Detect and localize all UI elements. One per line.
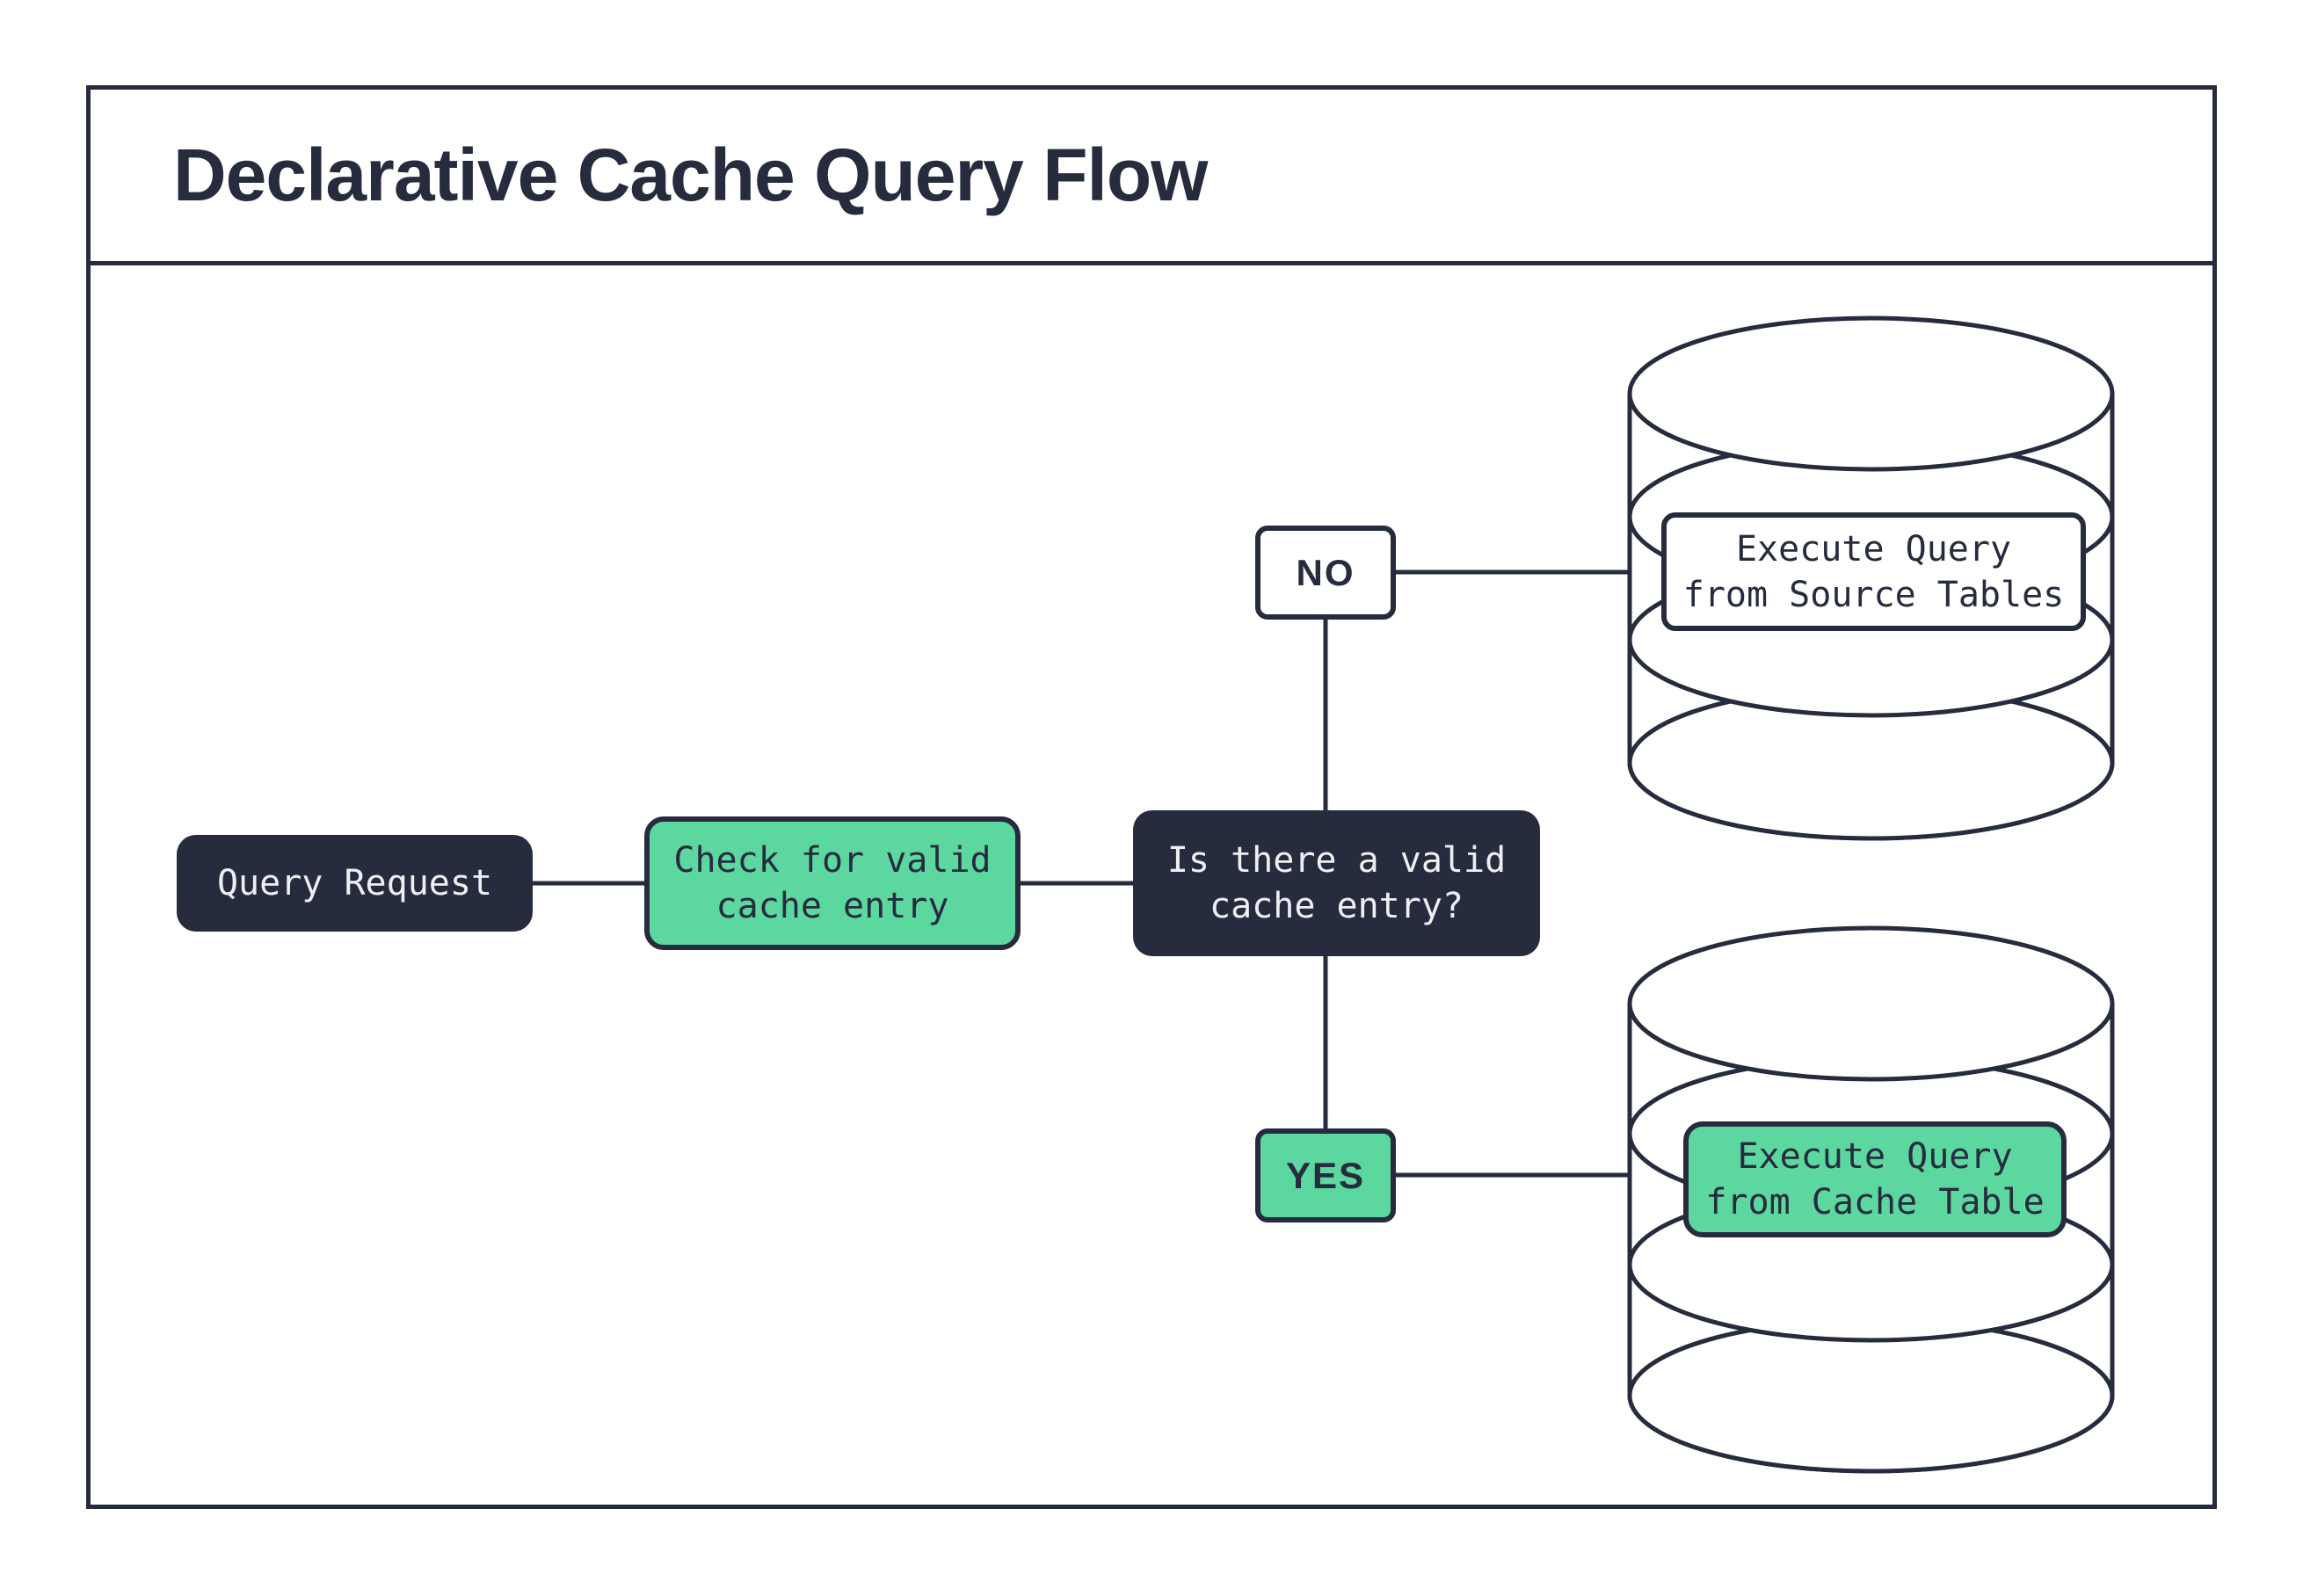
title-bar: Declarative Cache Query Flow: [91, 90, 2212, 265]
node-query-request: Query Request: [177, 835, 533, 932]
page-title: Declarative Cache Query Flow: [173, 134, 1209, 216]
branch-label-yes-text: YES: [1285, 1154, 1366, 1196]
node-decision-line2: cache entry?: [1210, 886, 1464, 926]
node-check-cache-line2: cache entry: [716, 886, 949, 926]
node-check-cache: Check for valid cache entry: [644, 816, 1021, 950]
node-query-request-label: Query Request: [216, 863, 493, 903]
branch-label-yes: YES: [1255, 1128, 1396, 1222]
branch-label-no-text: NO: [1296, 551, 1355, 593]
node-decision-valid-cache: Is there a valid cache entry?: [1133, 810, 1540, 956]
node-check-cache-line1: Check for valid: [673, 840, 992, 881]
node-execute-cache-line2: from Cache Table: [1705, 1182, 2045, 1222]
node-execute-cache-table: Execute Query from Cache Table: [1683, 1121, 2067, 1237]
node-execute-source-tables: Execute Query from Source Tables: [1661, 512, 2086, 631]
cylinder-disc: [1627, 1317, 2115, 1474]
node-execute-cache-line1: Execute Query: [1737, 1136, 2013, 1177]
node-execute-source-line2: from Source Tables: [1682, 574, 2065, 615]
branch-label-no: NO: [1255, 526, 1396, 620]
node-decision-line1: Is there a valid: [1166, 840, 1507, 881]
cylinder-disc: [1627, 316, 2115, 472]
cylinder-disc: [1627, 925, 2115, 1082]
diagram-frame: Declarative Cache Query Flow: [86, 85, 2217, 1509]
node-execute-source-line1: Execute Query: [1735, 528, 2012, 569]
